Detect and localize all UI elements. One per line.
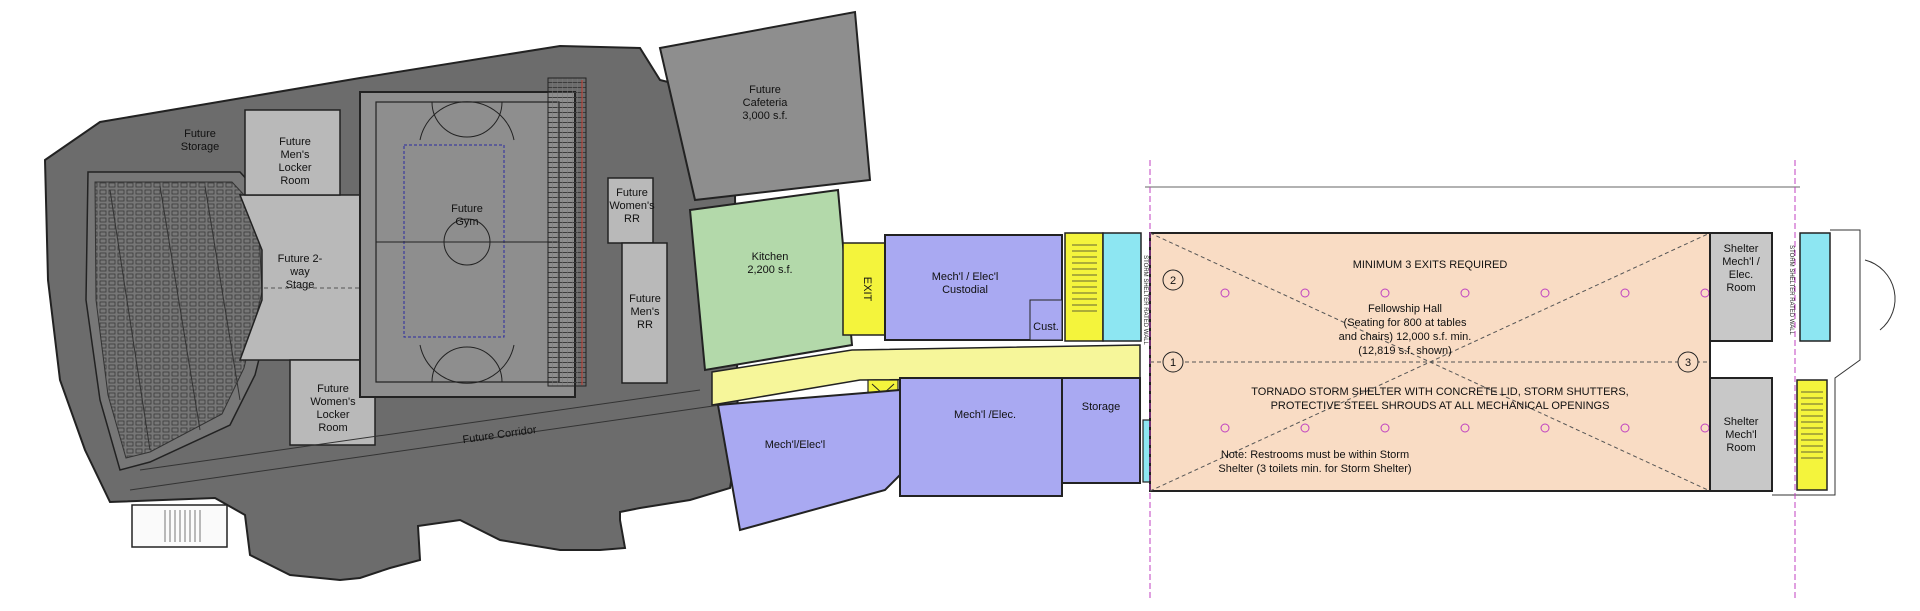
shelter-mech-room (1709, 377, 1773, 492)
svg-text:Mech'l /: Mech'l / (1722, 256, 1760, 268)
future-mens-rr-label: Future Men's RR (629, 293, 661, 331)
future-cafeteria-label: Future Cafeteria 3,000 s.f. (742, 84, 788, 122)
svg-text:Room: Room (1726, 282, 1755, 294)
fellowship-hall-label: Fellowship Hall (Seating for 800 at tabl… (1339, 303, 1472, 357)
future-storage-label: Future Storage (181, 128, 220, 153)
svg-text:Note: Restrooms must be within: Note: Restrooms must be within Storm (1221, 449, 1409, 461)
svg-text:RR: RR (624, 213, 640, 225)
svg-text:2,200 s.f.: 2,200 s.f. (747, 264, 792, 276)
mech-elec-mid-area (899, 377, 1063, 497)
exit-area (842, 242, 886, 336)
future-gym-area (359, 91, 576, 398)
svg-text:Men's: Men's (631, 306, 660, 318)
storage-label: Storage (1082, 401, 1121, 413)
exit-label: EXIT (861, 277, 873, 302)
future-stairs (131, 504, 228, 548)
svg-text:Future: Future (317, 383, 349, 395)
svg-text:1: 1 (1170, 357, 1176, 369)
mech-elec-left-area (716, 388, 901, 532)
svg-text:Women's: Women's (310, 396, 356, 408)
svg-text:Mech'l: Mech'l (1725, 429, 1756, 441)
svg-text:Room: Room (1726, 442, 1755, 454)
svg-text:Shelter: Shelter (1724, 243, 1759, 255)
storm-wall-tag-left: STORM SHELTER RATED WALL (1142, 255, 1148, 345)
svg-text:(12,819 s.f. shown): (12,819 s.f. shown) (1358, 345, 1452, 357)
custodial-closet (1029, 299, 1063, 341)
svg-text:Shelter: Shelter (1724, 416, 1759, 428)
svg-text:Room: Room (280, 175, 309, 187)
svg-text:RR: RR (637, 319, 653, 331)
future-building (43, 10, 872, 582)
exits-note: MINIMUM 3 EXITS REQUIRED (1353, 259, 1508, 271)
future-cafeteria-area (658, 10, 872, 202)
svg-text:Gym: Gym (455, 216, 478, 228)
svg-text:Elec.: Elec. (1729, 269, 1753, 281)
svg-text:Future: Future (629, 293, 661, 305)
svg-text:Future: Future (184, 128, 216, 140)
storm-wall-tag-right: STORM SHELTER RATED WALL (1788, 245, 1794, 335)
future-mens-restroom (621, 242, 668, 384)
svg-text:Men's: Men's (281, 149, 310, 161)
future-mens-locker-room (244, 109, 341, 196)
storage-area (1061, 377, 1141, 484)
shelter-mech-label: Shelter Mech'l Room (1724, 416, 1759, 454)
grid-bubble-3: 3 (1677, 351, 1699, 373)
cust-label: Cust. (1033, 321, 1059, 333)
shelter-restroom-left (1102, 232, 1142, 342)
future-gym-label: Future Gym (451, 203, 483, 228)
future-womens-locker-label: Future Women's Locker Room (310, 383, 356, 434)
svg-text:Future: Future (279, 136, 311, 148)
svg-text:Cafeteria: Cafeteria (743, 97, 789, 109)
svg-text:3,000 s.f.: 3,000 s.f. (742, 110, 787, 122)
future-mens-locker-label: Future Men's Locker Room (278, 136, 311, 187)
future-womens-rr-label: Future Women's RR (609, 187, 655, 225)
svg-text:Locker: Locker (316, 409, 349, 421)
svg-text:Custodial: Custodial (942, 284, 988, 296)
svg-text:(Seating for 800 at tables: (Seating for 800 at tables (1344, 317, 1467, 329)
svg-text:Future: Future (616, 187, 648, 199)
mech-custodial-label: Mech'l / Elec'l Custodial (932, 271, 999, 296)
svg-text:3: 3 (1685, 357, 1691, 369)
mech-elec-mid-label: Mech'l /Elec. (954, 409, 1016, 421)
svg-text:Kitchen: Kitchen (752, 251, 789, 263)
shelter-mech-elec-label: Shelter Mech'l / Elec. Room (1722, 243, 1760, 294)
svg-text:2: 2 (1170, 275, 1176, 287)
svg-text:way: way (289, 266, 310, 278)
structural-gridlines (1149, 160, 1796, 600)
storm-shelter-note: TORNADO STORM SHELTER WITH CONCRETE LID,… (1251, 386, 1629, 412)
shelter-restroom-right (1799, 232, 1831, 342)
new-building (688, 188, 1171, 532)
kitchen-label: Kitchen 2,200 s.f. (747, 251, 792, 276)
grid-bubble-2: 2 (1162, 269, 1184, 291)
shelter-mech-elec-room (1709, 232, 1773, 342)
future-stage-label: Future 2- way Stage (278, 253, 323, 291)
stair-south (1796, 379, 1828, 491)
mech-elec-left-label: Mech'l/Elec'l (765, 439, 825, 451)
svg-text:TORNADO STORM SHELTER WITH CON: TORNADO STORM SHELTER WITH CONCRETE LID,… (1251, 386, 1629, 398)
svg-text:Future: Future (451, 203, 483, 215)
svg-text:PROTECTIVE STEEL SHROUDS AT AL: PROTECTIVE STEEL SHROUDS AT ALL MECHANIC… (1271, 400, 1610, 412)
svg-text:Mech'l / Elec'l: Mech'l / Elec'l (932, 271, 999, 283)
svg-text:Storage: Storage (181, 141, 220, 153)
svg-text:Room: Room (318, 422, 347, 434)
svg-text:Fellowship Hall: Fellowship Hall (1368, 303, 1442, 315)
svg-text:and chairs) 12,000 s.f. min.: and chairs) 12,000 s.f. min. (1339, 331, 1472, 343)
svg-text:Future: Future (749, 84, 781, 96)
restroom-note: Note: Restrooms must be within Storm She… (1218, 449, 1411, 475)
kitchen-area (688, 188, 854, 372)
svg-text:Shelter (3 toilets min. for St: Shelter (3 toilets min. for Storm Shelte… (1218, 463, 1411, 475)
svg-text:Locker: Locker (278, 162, 311, 174)
gym-bleachers (547, 77, 587, 387)
svg-text:Women's: Women's (609, 200, 655, 212)
grid-bubble-1: 1 (1162, 351, 1184, 373)
svg-text:Future 2-: Future 2- (278, 253, 323, 265)
svg-text:Stage: Stage (286, 279, 315, 291)
